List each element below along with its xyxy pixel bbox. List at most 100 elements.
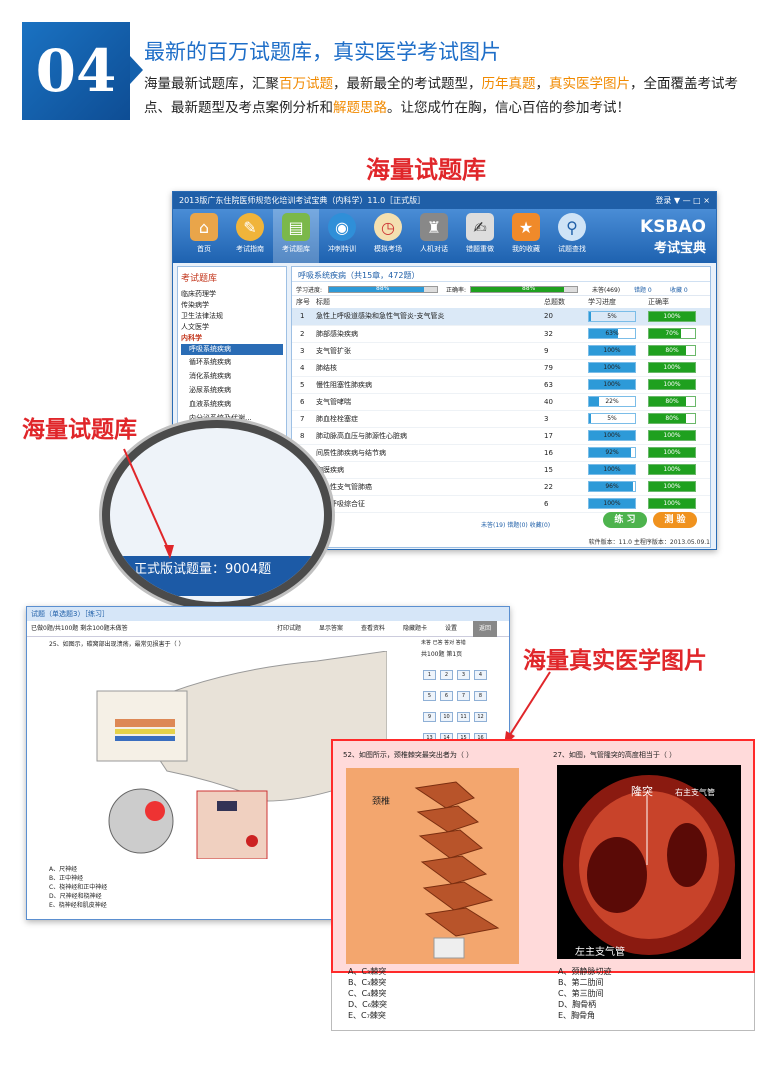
row-title: 支气管扩张 (316, 342, 544, 360)
correct-rate-cell: 100% (648, 481, 696, 492)
home-icon: ⌂ (190, 213, 218, 241)
row-index: 4 (292, 359, 316, 377)
option-d[interactable]: D、尺神经和桡神经 (49, 893, 102, 900)
tool-dialog[interactable]: ♜人机对话 (411, 209, 457, 263)
tool-fav[interactable]: ★我的收藏 (503, 209, 549, 263)
view-data-button[interactable]: 查看资料 (361, 625, 386, 632)
answer-cell[interactable]: 11 (457, 712, 470, 722)
study-progress-cell: 100% (588, 430, 636, 441)
sidebar-item[interactable]: 内科学 (181, 334, 202, 342)
answer-cell[interactable]: 4 (474, 670, 487, 680)
study-progress-cell: 100% (588, 464, 636, 475)
back-button[interactable]: 返回 (473, 621, 498, 637)
correct-rate-cell: 100% (648, 310, 696, 322)
sidebar-item[interactable]: 临床药理学 (181, 290, 216, 298)
correct-rate-cell: 100% (648, 464, 696, 475)
answer-cell[interactable]: 6 (440, 691, 453, 701)
sidebar-sub-selected[interactable]: 呼吸系统疾病 (181, 344, 283, 355)
tool-home[interactable]: ⌂首页 (181, 209, 227, 263)
tool-guide[interactable]: ✎考试指南 (227, 209, 273, 263)
option-e[interactable]: E、胸骨角 (558, 1011, 596, 1020)
option-c[interactable]: C、第三肋间 (558, 989, 604, 998)
practice-button[interactable]: 练 习 (603, 512, 647, 528)
option-d[interactable]: D、胸骨柄 (558, 1000, 597, 1009)
option-a[interactable]: A、尺神经 (49, 866, 78, 873)
row-total: 3 (544, 410, 588, 428)
hide-card-button[interactable]: 隐藏题卡 (403, 625, 428, 632)
magnifier: 正式版试题量：9004题 (102, 420, 332, 610)
table-row[interactable]: 9间质性肺疾病与结节病1692%100% (292, 444, 710, 462)
magnified-count: 正式版试题量：9004题 (110, 556, 324, 596)
answer-cell[interactable]: 3 (457, 670, 470, 680)
row-title: 原发性支气管肺癌 (316, 478, 544, 496)
tool-redo[interactable]: ✍错题重做 (457, 209, 503, 263)
fav-link[interactable]: 收藏 0 (670, 287, 688, 294)
chapter-head: 呼吸系统疾病（共15章，472题） (292, 267, 710, 282)
option-e[interactable]: E、C₇棘突 (348, 1011, 386, 1020)
study-progress-cell: 5% (588, 413, 636, 424)
sidebar-sub[interactable]: 血液系统疾病 (189, 400, 231, 408)
tool-search[interactable]: ⚲试题查找 (549, 209, 595, 263)
answer-cell[interactable]: 7 (457, 691, 470, 701)
sidebar-item[interactable]: 传染病学 (181, 301, 209, 309)
option-b[interactable]: B、第二肋间 (558, 978, 604, 987)
unanswered-link[interactable]: 未答(469) (592, 287, 621, 294)
print-button[interactable]: 打印试题 (277, 625, 302, 632)
books-icon: ▤ (282, 213, 310, 241)
tool-bank[interactable]: ▤考试题库 (273, 209, 319, 263)
table-row[interactable]: 12睡眠呼吸综合征6100%100% (292, 495, 710, 513)
section-badge: 04 (22, 22, 143, 120)
window-controls[interactable]: 登录 ▼ — □ × (655, 196, 710, 205)
option-b[interactable]: B、C₃棘突 (348, 978, 387, 987)
sidebar-item[interactable]: 人文医学 (181, 323, 209, 331)
table-row[interactable]: 10胸膜疾病15100%100% (292, 461, 710, 479)
table-row[interactable]: 11原发性支气管肺癌2296%100% (292, 478, 710, 496)
answer-cell[interactable]: 1 (423, 670, 436, 680)
clock-icon: ◷ (374, 213, 402, 241)
caption-question-bank-2: 海量试题库 (22, 417, 137, 443)
option-a[interactable]: A、C₃棘突 (348, 967, 387, 976)
row-index: 8 (292, 427, 316, 445)
answer-cell[interactable]: 8 (474, 691, 487, 701)
settings-button[interactable]: 设置 (445, 625, 458, 632)
answer-cell[interactable]: 5 (423, 691, 436, 701)
option-b[interactable]: B、正中神经 (49, 875, 84, 882)
show-answer-button[interactable]: 显示答案 (319, 625, 344, 632)
answer-cell[interactable]: 10 (440, 712, 453, 722)
answer-cell[interactable]: 2 (440, 670, 453, 680)
wrong-link[interactable]: 错题 0 (634, 287, 652, 294)
tool-sprint[interactable]: ◉冲刺特训 (319, 209, 365, 263)
test-button[interactable]: 测 验 (653, 512, 697, 528)
row-total: 6 (544, 495, 588, 513)
sidebar-sub[interactable]: 内分泌系统及代谢... (189, 414, 252, 422)
row-index: 6 (292, 393, 316, 411)
row-title: 急性上呼吸道感染和急性气管炎-支气管炎 (316, 308, 544, 326)
row-title: 间质性肺疾病与结节病 (316, 444, 544, 462)
compass-icon: ✎ (236, 213, 264, 241)
option-a[interactable]: A、颈静脉切迹 (558, 967, 612, 976)
correct-rate-cell: 80% (648, 345, 696, 356)
row-total: 22 (544, 478, 588, 496)
sidebar-sub[interactable]: 泌尿系统疾病 (189, 386, 231, 394)
option-e[interactable]: E、桡神经和肌皮神经 (49, 902, 107, 909)
option-d[interactable]: D、C₆棘突 (348, 1000, 387, 1009)
option-c[interactable]: C、C₄棘突 (348, 989, 387, 998)
sidebar-item[interactable]: 卫生法律法规 (181, 312, 223, 320)
answer-cell[interactable]: 12 (474, 712, 487, 722)
correct-rate-cell: 80% (648, 396, 696, 407)
sidebar-sub[interactable]: 循环系统疾病 (189, 358, 231, 366)
option-c[interactable]: C、桡神经和正中神经 (49, 884, 108, 891)
sidebar-sub[interactable]: 消化系统疾病 (189, 372, 231, 380)
tool-mock[interactable]: ◷模拟考场 (365, 209, 411, 263)
row-index: 3 (292, 342, 316, 360)
answer-cell[interactable]: 9 (423, 712, 436, 722)
